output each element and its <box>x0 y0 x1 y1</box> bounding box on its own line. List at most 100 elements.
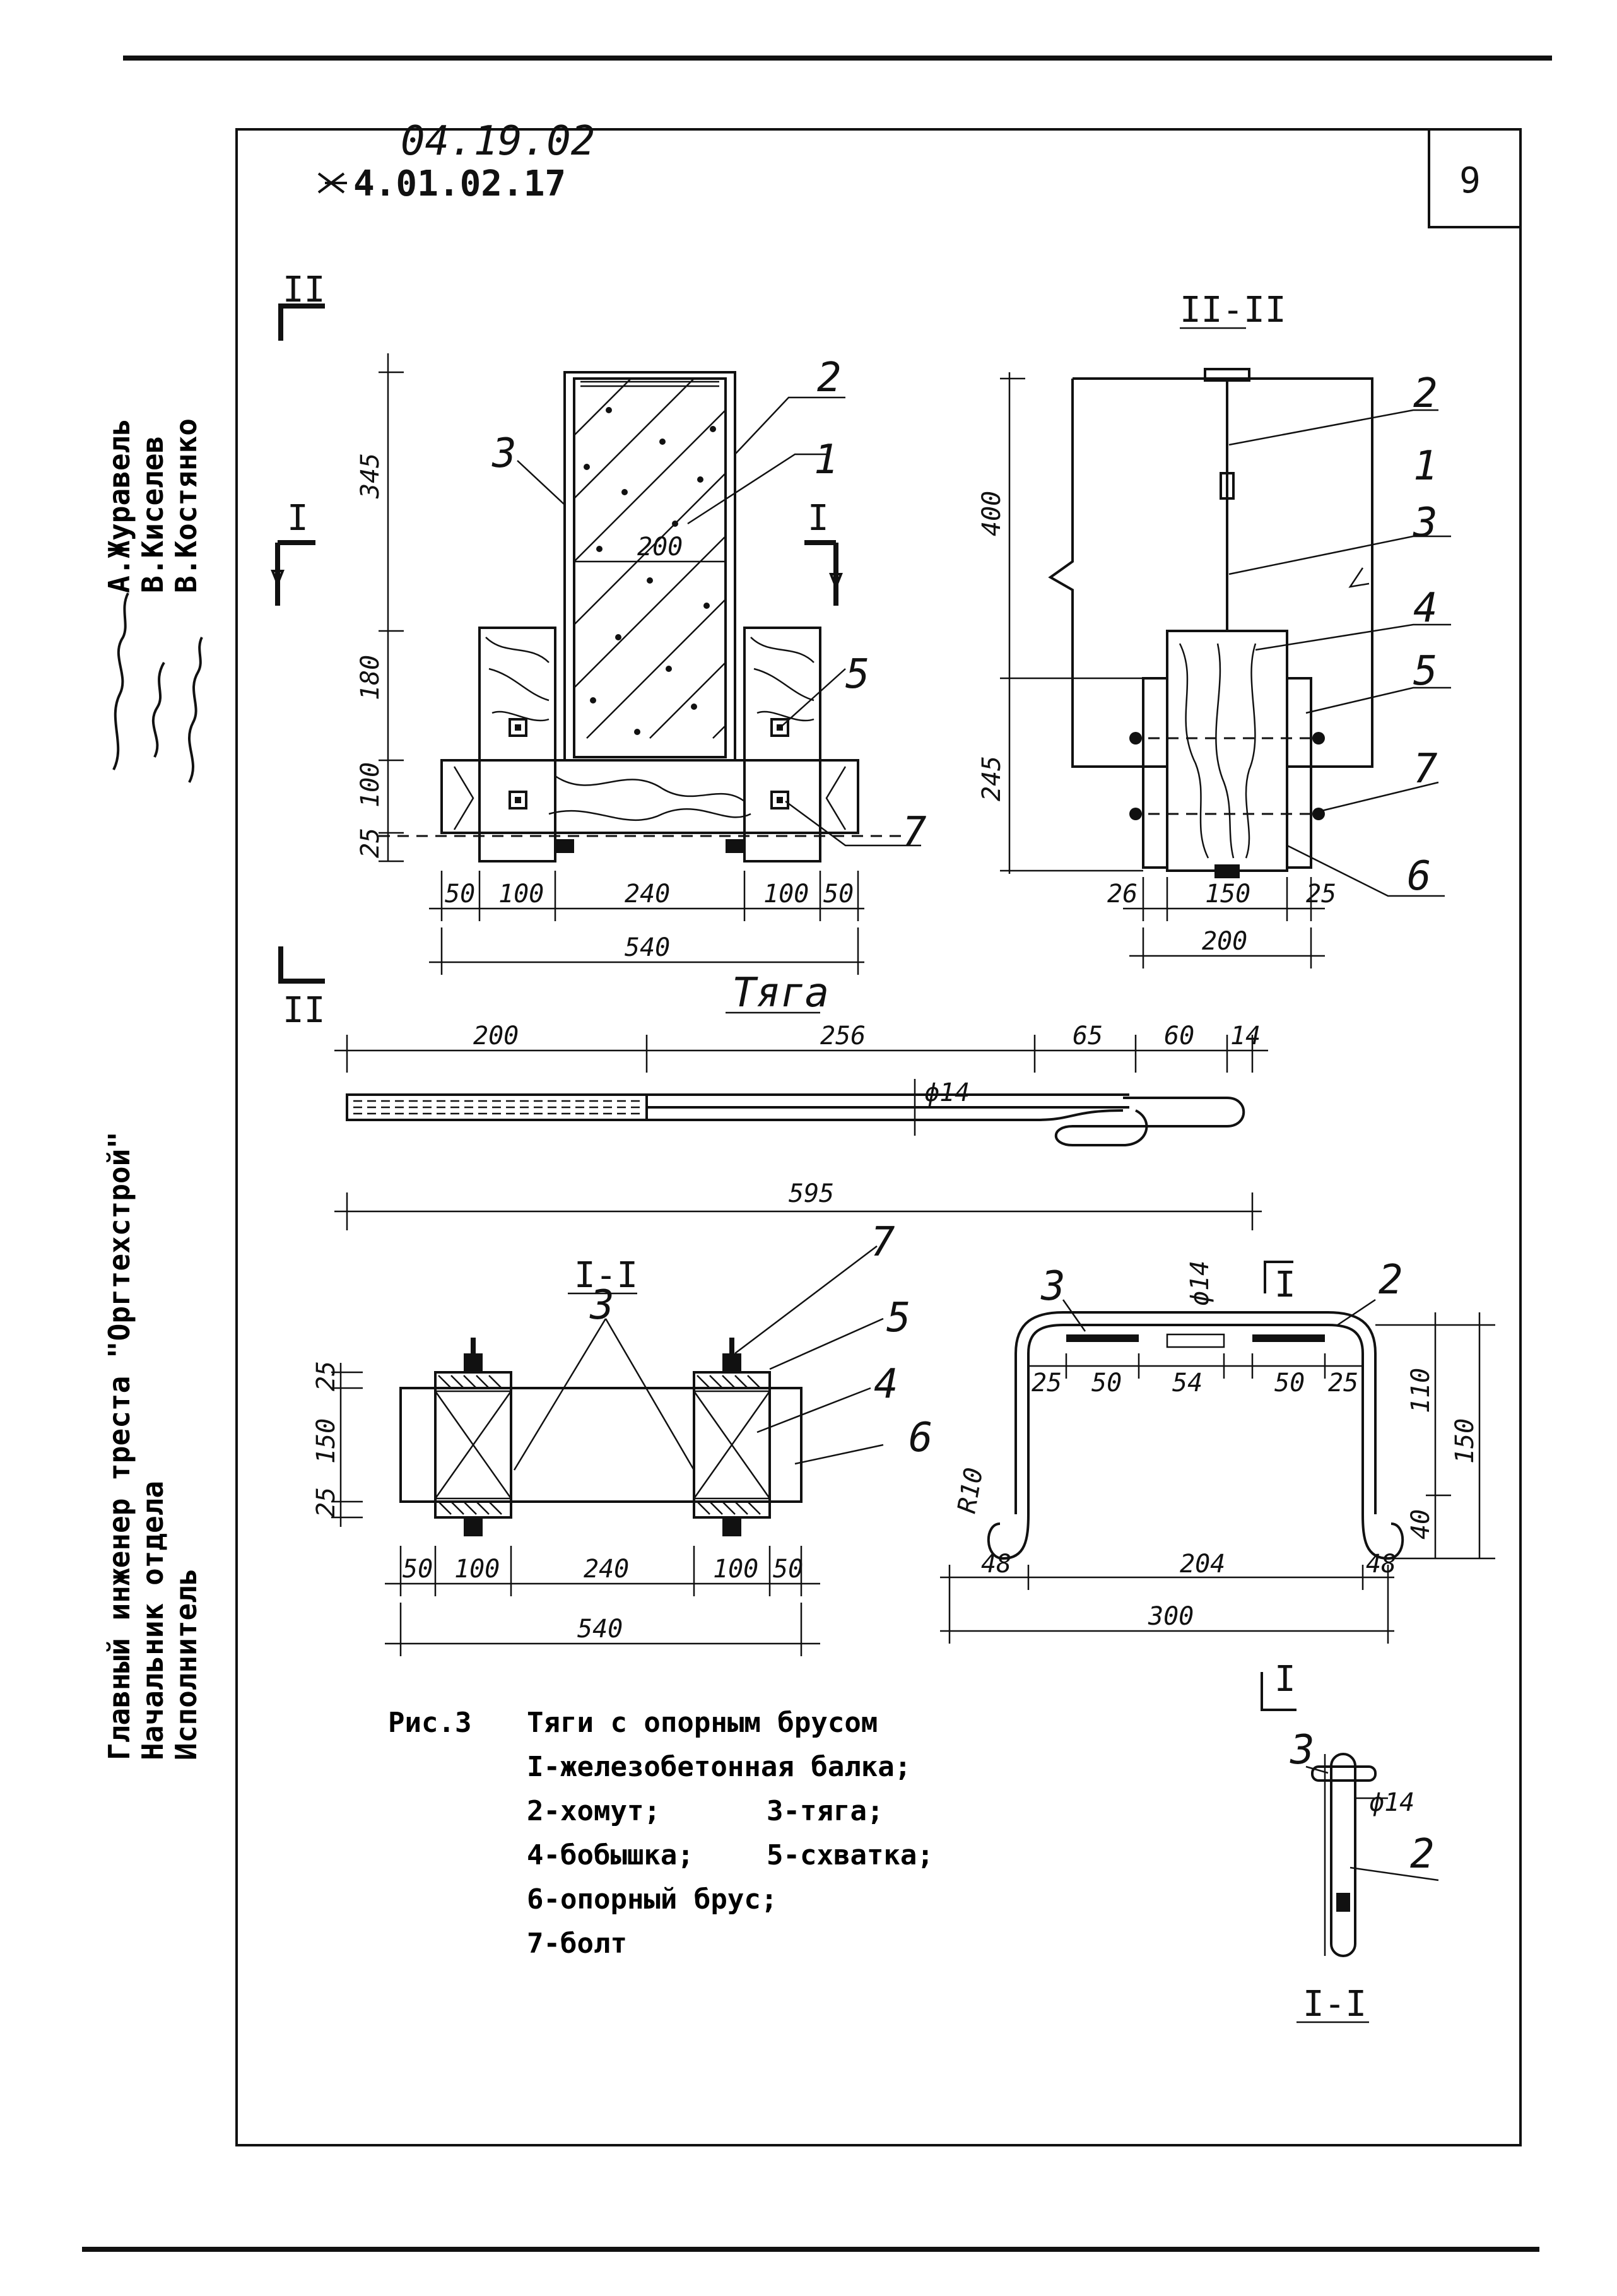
rod-dim-200: 200 <box>473 1021 519 1051</box>
I-dim-540: 540 <box>577 1615 623 1644</box>
section-II-label-bottom: II <box>283 990 325 1031</box>
dim-400: 400 <box>977 491 1006 536</box>
dim-540: 540 <box>625 933 670 962</box>
dim-100-left: 100 <box>498 880 544 909</box>
sheet-frame <box>235 128 1522 2146</box>
section-I-I-title: I-I <box>574 1255 638 1296</box>
small-clamp-body <box>1330 1753 1356 1957</box>
clamp-dim-110: 110 <box>1406 1368 1435 1413</box>
rod-dim-65: 65 <box>1073 1021 1103 1051</box>
dim-345: 345 <box>356 453 385 499</box>
section-II-II: II-II 400 245 <box>977 290 1451 968</box>
clamp-section-mark: I <box>1264 1261 1296 1305</box>
small-label-3: 3 <box>1290 1727 1315 1774</box>
II-label-2: 2 <box>1413 370 1438 417</box>
clamp-section-label: I <box>1274 1264 1296 1305</box>
front-label-2: 2 <box>817 355 842 401</box>
I-label-6: 6 <box>908 1415 933 1461</box>
I-dim-100-left: 100 <box>454 1555 500 1584</box>
dim-26: 26 <box>1107 880 1138 909</box>
I-dim-25-top: 25 <box>312 1361 341 1391</box>
dim-25: 25 <box>356 828 385 858</box>
signatures <box>112 592 203 783</box>
II-horizontal-dims: 26 150 25 200 <box>1107 877 1336 968</box>
concrete-beam <box>573 377 727 758</box>
side-role-2: Начальник отдела <box>136 1481 170 1760</box>
II-label-5: 5 <box>1413 648 1438 695</box>
clamp-dim-50-right: 50 <box>1274 1369 1305 1398</box>
support-bar <box>440 759 859 834</box>
II-boss-block <box>1166 630 1288 872</box>
clamp-dim-25-right: 25 <box>1328 1369 1358 1398</box>
caption-figure: Рис.3 <box>388 1707 471 1739</box>
dim-50-left: 50 <box>445 880 475 909</box>
caption-title: Тяги с опорным брусом <box>527 1707 878 1739</box>
front-label-3: 3 <box>491 430 517 477</box>
dim-200-II: 200 <box>1202 927 1247 956</box>
caption-item-7: 7-болт <box>527 1928 627 1960</box>
clamp-dim-48-left: 48 <box>981 1550 1011 1579</box>
small-section-title: I-I <box>1303 1984 1367 2025</box>
caption-item-4: 4-бобышка; <box>527 1839 694 1871</box>
dim-150-II: 150 <box>1205 880 1250 909</box>
dim-245: 245 <box>977 756 1006 801</box>
clamp-dim-40: 40 <box>1406 1509 1435 1539</box>
clamp-dim-300: 300 <box>1148 1602 1194 1631</box>
I-dim-50-left: 50 <box>403 1555 433 1584</box>
II-vertical-dims: 400 245 <box>977 372 1143 874</box>
rod-dim-14: 14 <box>1230 1021 1261 1051</box>
small-label-2: 2 <box>1410 1831 1435 1878</box>
caption-item-3: 3-тяга; <box>767 1795 883 1827</box>
left-boss <box>478 627 556 862</box>
II-leaders <box>1228 409 1451 897</box>
clamp-dim-25-left: 25 <box>1032 1369 1062 1398</box>
doc-code-handwritten: 04.19.02 <box>401 118 595 165</box>
rod-diameter: ϕ14 <box>924 1078 970 1107</box>
I-dim-100-right: 100 <box>713 1555 758 1584</box>
front-label-5: 5 <box>845 651 870 698</box>
side-title-block: Главный инженер треста "Оргтехстрой" Нач… <box>102 418 203 1760</box>
II-label-3: 3 <box>1413 500 1438 546</box>
clamp-view: I 3 2 ϕ14 25 50 54 50 25 110 150 40 R10 … <box>940 1257 1495 1644</box>
front-vertical-dims: 345 180 100 25 <box>356 353 404 862</box>
I-dim-150: 150 <box>312 1418 341 1464</box>
section-mark-II-bottom: II <box>278 946 325 1031</box>
II-label-7: 7 <box>1413 746 1438 792</box>
dim-25-II: 25 <box>1306 880 1336 909</box>
section-I-label-left: I <box>287 498 309 539</box>
I-dim-50-right: 50 <box>773 1555 803 1584</box>
clamp-dim-54: 54 <box>1172 1369 1202 1398</box>
I-boss-crosses <box>434 1371 771 1519</box>
clamp-body <box>987 1324 1404 1560</box>
I-label-5: 5 <box>886 1295 911 1341</box>
front-view: II II I I <box>271 269 927 1031</box>
doc-code-printed: 4.01.02.17 <box>353 163 566 204</box>
struck-prefix-mark <box>317 172 347 194</box>
clamp-dim-150: 150 <box>1450 1418 1479 1464</box>
I-dim-240: 240 <box>584 1555 629 1584</box>
front-label-7: 7 <box>902 809 927 856</box>
II-beam-outline <box>1048 377 1373 768</box>
right-boss <box>743 627 821 862</box>
section-II-label-top: II <box>283 269 325 310</box>
side-name-3: В.Костянко <box>169 418 203 593</box>
dim-180: 180 <box>356 655 385 700</box>
I-bolts <box>464 1338 741 1536</box>
clamp-dim-48-right: 48 <box>1366 1550 1396 1579</box>
side-role-1: Главный инженер треста "Оргтехстрой" <box>102 1131 136 1760</box>
small-diameter: ϕ14 <box>1369 1788 1414 1817</box>
clamp-dim-50-left: 50 <box>1091 1369 1122 1398</box>
clamp-label-3: 3 <box>1040 1263 1066 1310</box>
front-label-1: 1 <box>814 437 838 483</box>
I-label-7: 7 <box>871 1219 895 1266</box>
dim-200-inner: 200 <box>637 533 683 562</box>
side-name-1: А.Журавель <box>102 418 136 593</box>
bolt-squares <box>509 718 789 853</box>
II-label-1: 1 <box>1413 443 1438 490</box>
dim-50-right: 50 <box>823 880 854 909</box>
document-code: 04.19.02 4.01.02.17 <box>317 118 595 204</box>
front-horizontal-dims: 50 100 240 100 50 540 <box>429 871 864 975</box>
page-number-box: 9 <box>1428 128 1522 228</box>
I-dim-25-bottom: 25 <box>312 1487 341 1517</box>
